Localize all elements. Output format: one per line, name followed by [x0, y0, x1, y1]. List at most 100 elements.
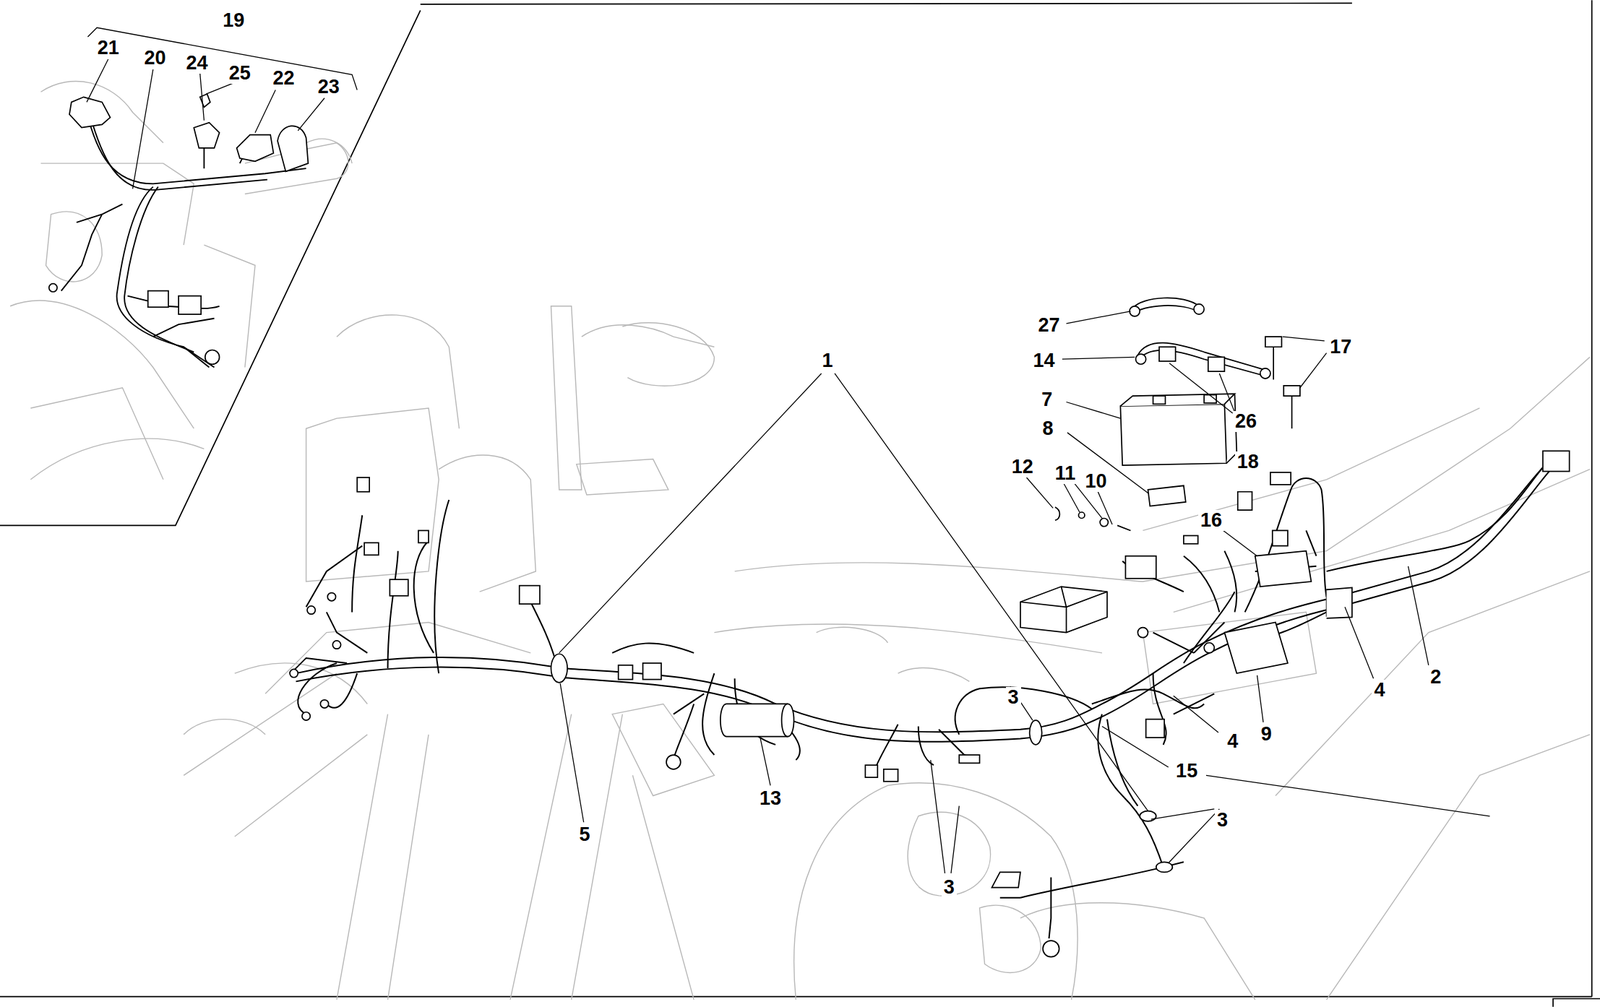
main-harness [290, 464, 1551, 940]
component-13 [720, 703, 795, 737]
main-harness-part [290, 551, 398, 674]
battery-parts-part [1208, 357, 1225, 372]
battery-parts-part [1120, 393, 1237, 464]
frame-border-part [0, 10, 421, 526]
inset-outline-part [10, 300, 194, 480]
battery-parts-part [1147, 485, 1186, 506]
inset-switches [49, 93, 309, 365]
main-harness-part [1020, 714, 1164, 899]
motorcycle-outline-part [581, 325, 715, 347]
leader-lines-part [1066, 311, 1131, 324]
motorcycle-outline-part [612, 703, 715, 796]
ecu-and-relay-part [1272, 530, 1288, 546]
callout-number: 3 [1005, 687, 1022, 709]
callout-number: 18 [1235, 451, 1262, 473]
frame-border-part [420, 2, 1353, 4]
motorcycle-outline-part [438, 455, 536, 592]
battery-parts-part [1129, 306, 1140, 317]
leader-lines-part [1026, 477, 1053, 509]
inset-outline-part [30, 244, 256, 480]
callout-number: 23 [315, 76, 342, 98]
motorcycle-outline-part [1020, 903, 1256, 1001]
main-harness-part [1153, 591, 1236, 746]
leader-lines-part [1173, 695, 1219, 733]
motorcycle-outline-part [336, 315, 459, 429]
ecu-and-relay-part [1020, 586, 1108, 634]
connectors-part [364, 542, 379, 556]
motorcycle-outline-part [510, 714, 694, 1001]
leader-lines-part [1067, 432, 1150, 495]
main-harness-part [1049, 877, 1052, 939]
leader-lines [86, 27, 1490, 874]
connectors-part [1203, 643, 1215, 654]
battery-parts-part [1193, 304, 1204, 315]
inset-switches-part [178, 296, 201, 315]
inset-switches-part [148, 291, 169, 308]
callout-number: 22 [271, 67, 298, 89]
battery-parts-part [1120, 403, 1227, 466]
leader-lines-part [1066, 402, 1121, 420]
motorcycle-outline [183, 306, 1590, 1001]
inset-switches-part [193, 122, 219, 149]
connectors [289, 450, 1570, 957]
motorcycle-outline-part [734, 357, 1590, 582]
connectors-part [618, 665, 634, 681]
connectors-part [357, 477, 370, 493]
leader-lines-part [1282, 336, 1325, 342]
leader-lines-part [951, 806, 959, 874]
inset-switches-part [69, 96, 110, 128]
leader-lines-part [559, 373, 822, 654]
callout-number: 3 [1214, 810, 1230, 832]
main-harness-part [1326, 464, 1547, 572]
battery-parts-part [1283, 385, 1301, 429]
connectors-part [289, 669, 298, 678]
connectors-part [883, 769, 899, 782]
callout-number: 10 [1082, 471, 1109, 493]
ecu-and-relay-part [1224, 622, 1288, 674]
inset-outline-part [46, 211, 103, 282]
battery-parts-part [1055, 507, 1060, 521]
main-harness-part [1183, 551, 1237, 613]
inset-outline [10, 81, 352, 480]
connectors-part [1326, 587, 1353, 618]
leader-lines-part [1206, 775, 1491, 816]
leader-lines-part [834, 373, 1148, 812]
leader-lines-part [1168, 809, 1220, 864]
callout-number: 5 [577, 824, 593, 846]
motorcycle-outline-part [622, 323, 715, 386]
main-harness-part [530, 601, 694, 664]
connectors-part [1542, 450, 1570, 472]
callout-number: 11 [1052, 463, 1079, 485]
leader-lines-part [1344, 607, 1374, 679]
leader-lines-part [560, 683, 584, 823]
connectors-part [991, 872, 1021, 888]
motorcycle-outline-part [794, 783, 1078, 1001]
main-harness-part [1173, 612, 1327, 715]
main-harness-part [297, 663, 358, 715]
leader-lines-part [132, 69, 154, 189]
inset-switches-part [49, 284, 58, 292]
callout-number: 20 [142, 47, 169, 69]
connectors-part [1125, 556, 1156, 579]
leader-lines-part [1408, 566, 1429, 666]
main-harness-part [295, 469, 1551, 743]
leader-lines-part [297, 98, 325, 131]
inset-outline-part [40, 81, 194, 245]
callout-number: 1 [820, 350, 836, 372]
inset-outline-part [306, 138, 353, 164]
battery-parts-part [1153, 396, 1166, 404]
connectors-part [1270, 472, 1291, 485]
main-harness-part [872, 724, 980, 777]
frame-border-part [1553, 999, 1600, 1007]
battery-parts-part [1117, 525, 1131, 531]
inset-harness-part [61, 204, 123, 292]
connectors-part [302, 712, 311, 721]
battery-parts-part [1260, 368, 1271, 379]
callout-number: 15 [1173, 760, 1200, 782]
main-harness-part [295, 464, 1546, 733]
motorcycle-outline-part [1142, 612, 1316, 704]
connectors-part [1139, 811, 1157, 822]
